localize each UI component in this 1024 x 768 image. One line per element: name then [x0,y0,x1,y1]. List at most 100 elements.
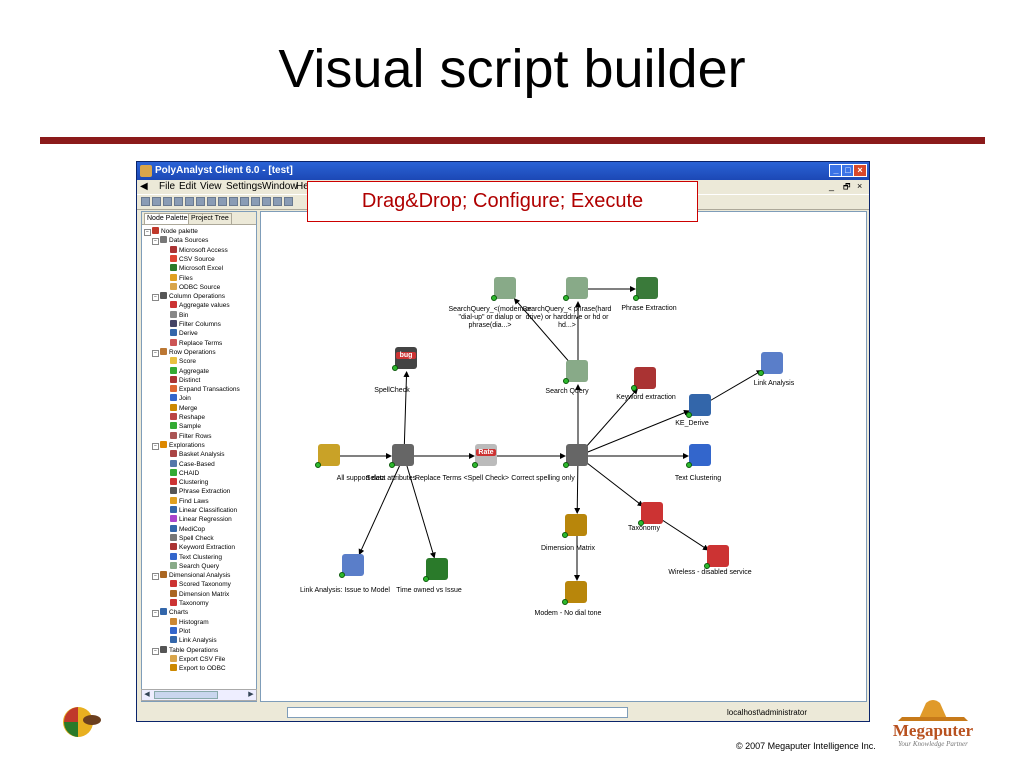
node-select-attributes[interactable] [389,444,416,468]
mdi-close-button[interactable]: × [857,181,863,191]
redo-icon[interactable] [240,197,249,206]
menu-window[interactable]: Window [262,181,298,192]
palette-item[interactable]: −Dimensional Analysis [152,571,230,581]
node-all-support-data[interactable] [315,444,342,468]
cut-icon[interactable] [196,197,205,206]
palette-horizontal-scrollbar[interactable]: ◀ ▶ [141,689,257,701]
palette-item[interactable]: Phrase Extraction [170,487,230,496]
palette-item[interactable]: Dimension Matrix [170,589,229,599]
palette-item[interactable]: CHAID [170,468,199,478]
close-button[interactable]: × [853,164,867,177]
palette-item[interactable]: Filter Rows [170,431,212,441]
scroll-right-icon[interactable]: ▶ [248,691,254,698]
menu-settings[interactable]: Settings [226,181,263,192]
palette-item[interactable]: Derive [170,329,198,338]
mdi-minimize-button[interactable]: _ [829,181,835,191]
menu-view[interactable]: View [200,181,222,192]
undo-icon[interactable] [229,197,238,206]
palette-item[interactable]: Filter Columns [170,320,221,329]
open-icon[interactable] [152,197,161,206]
palette-item[interactable]: −Node palette [144,227,198,236]
new-icon[interactable] [141,197,150,206]
stop-icon[interactable] [262,197,271,206]
collapse-toggle-icon[interactable]: − [152,238,159,246]
node-taxonomy[interactable] [638,502,665,526]
help-icon[interactable] [273,197,282,206]
palette-item[interactable]: Export CSV File [170,654,225,664]
print-icon[interactable] [174,197,183,206]
palette-item[interactable]: −Row Operations [152,347,216,357]
node-keyword-extraction[interactable] [631,367,658,391]
collapse-toggle-icon[interactable]: − [152,294,159,302]
node-search-query-hard[interactable] [563,277,590,301]
node-search-query-main[interactable] [563,360,590,384]
palette-item[interactable]: Expand Transactions [170,385,240,394]
mdi-restore-button[interactable]: 🗗 [843,182,851,191]
scroll-thumb[interactable] [154,691,218,699]
copy-icon[interactable] [207,197,216,206]
palette-item[interactable]: Score [170,357,196,366]
palette-item[interactable]: Keyword Extraction [170,543,235,552]
palette-item[interactable]: MediCop [170,524,205,534]
preview-icon[interactable] [185,197,194,206]
node-modem-no-dial[interactable] [562,581,589,605]
node-spell-check[interactable]: bug [392,347,419,371]
back-nav-icon[interactable] [251,197,260,206]
node-ke-derive[interactable] [686,394,713,418]
palette-item[interactable]: Bin [170,310,188,320]
save-icon[interactable] [163,197,172,206]
palette-item[interactable]: Sample [170,422,201,431]
zoom-icon[interactable] [284,197,293,206]
palette-item[interactable]: −Data Sources [152,236,208,246]
palette-item[interactable]: Aggregate values [170,301,230,310]
back-icon[interactable]: ◀ [140,181,148,192]
menu-help[interactable]: He [296,181,309,192]
tab-node-palette[interactable]: Node Palette [144,213,191,224]
collapse-toggle-icon[interactable]: − [152,647,159,655]
node-link-analysis-issue[interactable] [339,554,366,578]
collapse-toggle-icon[interactable]: − [144,229,151,236]
palette-item[interactable]: Histogram [170,617,209,627]
node-correct-spelling[interactable] [563,444,590,468]
palette-item[interactable]: Text Clustering [170,552,222,562]
palette-item[interactable]: Microsoft Excel [170,264,223,273]
palette-item[interactable]: Linear Classification [170,506,237,515]
collapse-toggle-icon[interactable]: − [152,573,159,581]
palette-item[interactable]: Scored Taxonomy [170,580,231,589]
palette-item[interactable]: −Charts [152,608,188,618]
palette-item[interactable]: −Explorations [152,440,205,450]
scroll-left-icon[interactable]: ◀ [144,691,150,698]
palette-item[interactable]: Basket Analysis [170,450,225,459]
palette-item[interactable]: Plot [170,626,190,636]
node-phrase-extraction[interactable] [633,277,660,301]
palette-item[interactable]: Distinct [170,375,200,385]
palette-item[interactable]: Join [170,394,191,403]
palette-item[interactable]: −Column Operations [152,292,225,302]
palette-item[interactable]: Case-Based [170,459,215,469]
palette-item[interactable]: Microsoft Access [170,245,228,255]
menu-edit[interactable]: Edit [179,181,197,192]
window-titlebar[interactable]: PolyAnalyst Client 6.0 - [test] _ □ × [137,162,869,180]
palette-item[interactable]: Reshape [170,413,205,422]
paste-icon[interactable] [218,197,227,206]
palette-item[interactable]: Link Analysis [170,636,217,645]
node-search-query-modem[interactable] [491,277,518,301]
node-text-clustering[interactable] [686,444,713,468]
node-wireless[interactable] [704,545,731,569]
palette-item[interactable]: CSV Source [170,254,215,264]
palette-item[interactable]: Search Query [170,561,219,571]
palette-item[interactable]: Find Laws [170,496,209,506]
palette-item[interactable]: Aggregate [170,366,209,376]
palette-item[interactable]: Spell Check [170,533,214,543]
palette-item[interactable]: Clustering [170,478,208,487]
collapse-toggle-icon[interactable]: − [152,442,159,450]
collapse-toggle-icon[interactable]: − [152,349,159,357]
palette-item[interactable]: Replace Terms [170,338,222,348]
palette-item[interactable]: Linear Regression [170,515,232,524]
palette-item[interactable]: Export to ODBC [170,664,226,673]
node-time-owned[interactable] [423,558,450,582]
node-link-analysis-top[interactable] [758,352,785,376]
palette-item[interactable]: Taxonomy [170,599,209,608]
node-dimension-matrix[interactable] [562,514,589,538]
